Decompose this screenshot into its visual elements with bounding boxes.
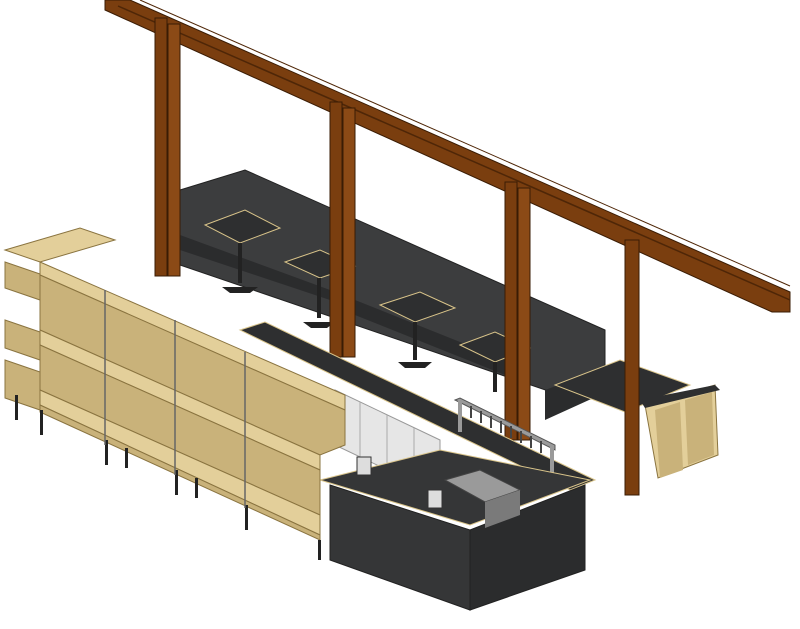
shelf-divider bbox=[104, 290, 246, 508]
timber-post bbox=[504, 181, 531, 441]
dining-table bbox=[203, 209, 282, 293]
shelving-unit bbox=[3, 227, 346, 541]
timber-post bbox=[624, 239, 640, 496]
timber-post bbox=[154, 17, 181, 277]
shelf-leg bbox=[15, 395, 321, 560]
dining-table bbox=[378, 291, 457, 368]
beer-tap-tower bbox=[453, 397, 556, 477]
timber-post bbox=[329, 101, 356, 358]
roof-beam bbox=[104, 0, 791, 313]
pos-terminal bbox=[356, 456, 443, 509]
front-bar-counter bbox=[318, 449, 592, 611]
booth-end-panel bbox=[640, 384, 720, 479]
